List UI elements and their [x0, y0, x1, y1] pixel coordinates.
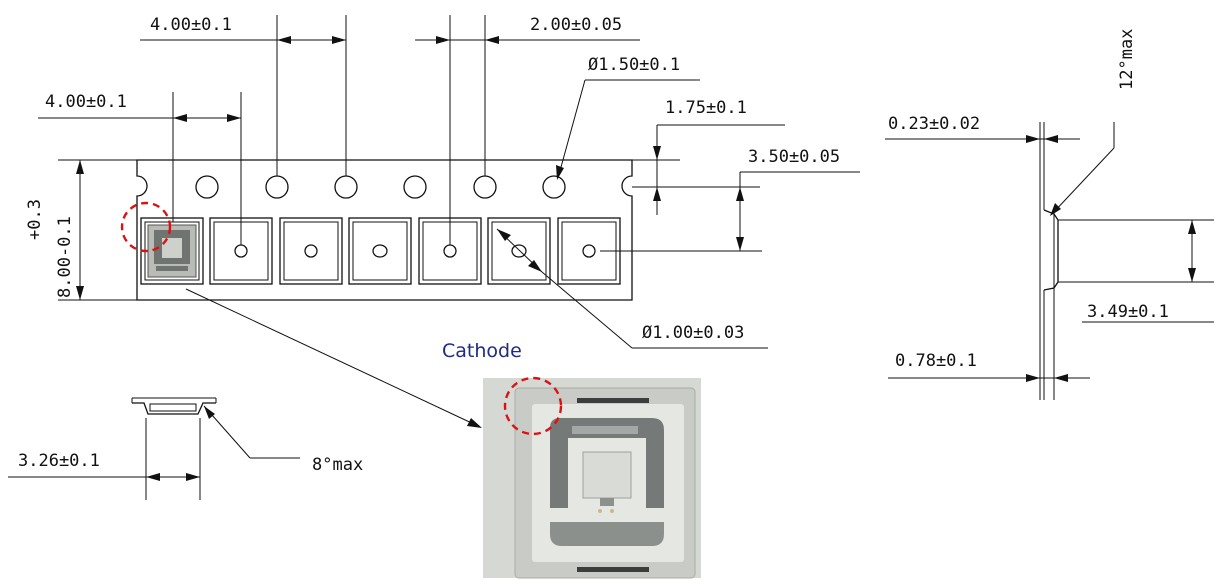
sprocket-hole [403, 175, 427, 199]
sprocket-holes [195, 175, 566, 199]
carrier-tape-top-view [120, 159, 633, 301]
dim-label: 8°max [312, 455, 363, 475]
dim-label: Ø1.00±0.03 [642, 323, 744, 343]
dim-label: 3.50±0.05 [748, 147, 840, 167]
pockets [140, 217, 621, 285]
dim-pocket-hole-dia: Ø1.00±0.03 [496, 228, 768, 349]
sprocket-hole [542, 175, 566, 199]
pocket [348, 217, 412, 285]
pocket-front-section [131, 397, 217, 415]
dim-label: 1.75±0.1 [665, 98, 747, 118]
led-photo [483, 378, 701, 579]
tape-outline [136, 159, 633, 301]
tape-side-view [1039, 150, 1214, 400]
sprocket-hole [473, 175, 497, 199]
dim-label: 2.00±0.05 [530, 15, 622, 35]
dim-pitch-top: 4.00±0.1 [140, 15, 347, 176]
dim-label: 3.26±0.1 [18, 451, 100, 471]
dim-hole-to-pocket-center: 3.50±0.05 [600, 147, 860, 252]
dim-draft-angle-front: 8°max [203, 405, 363, 475]
pocket-hole [372, 244, 388, 258]
pocket-hole [582, 244, 596, 258]
cathode-label: Cathode [442, 340, 522, 362]
dim-pocket-width: 3.26±0.1 [8, 418, 201, 500]
dim-label: 0.23±0.02 [888, 114, 980, 134]
led-in-pocket [147, 224, 197, 278]
dim-pocket-length: 3.49±0.1 [1082, 220, 1214, 323]
dim-hole-to-pocket: 2.00±0.05 [415, 15, 640, 245]
sprocket-hole [195, 175, 219, 199]
dim-label: 4.00±0.1 [45, 92, 127, 112]
dim-tape-width: 8.00-0.1 +0.3 [25, 159, 137, 301]
sprocket-hole [334, 175, 358, 199]
pocket-hole [511, 244, 527, 258]
dim-tape-thickness: 0.78±0.1 [888, 351, 1090, 382]
zoom-pointer [185, 288, 482, 428]
dim-label: Ø1.50±0.1 [588, 55, 680, 75]
dim-draft-angle-side: 12°max [1050, 29, 1137, 216]
cathode-marker-photo [503, 376, 563, 436]
dim-label: 8.00-0.1 [55, 216, 75, 298]
dim-label: +0.3 [25, 199, 45, 240]
sprocket-hole [265, 175, 289, 199]
pocket-hole [304, 244, 318, 258]
pocket-hole [234, 244, 248, 258]
dim-label: 12°max [1117, 29, 1137, 90]
dim-label: 0.78±0.1 [895, 351, 977, 371]
pocket [279, 217, 343, 285]
dim-edge-to-hole: 1.75±0.1 [632, 98, 785, 215]
dim-label: 3.49±0.1 [1087, 302, 1169, 322]
dim-pitch-left: 4.00±0.1 [38, 92, 242, 245]
cathode-marker-tape [120, 201, 172, 253]
pocket [487, 217, 551, 285]
dim-label: 4.00±0.1 [150, 15, 232, 35]
dim-sprocket-hole-dia: Ø1.50±0.1 [556, 55, 700, 180]
dim-cover-thickness: 0.23±0.02 [885, 114, 1080, 150]
pocket-hole [443, 244, 457, 258]
